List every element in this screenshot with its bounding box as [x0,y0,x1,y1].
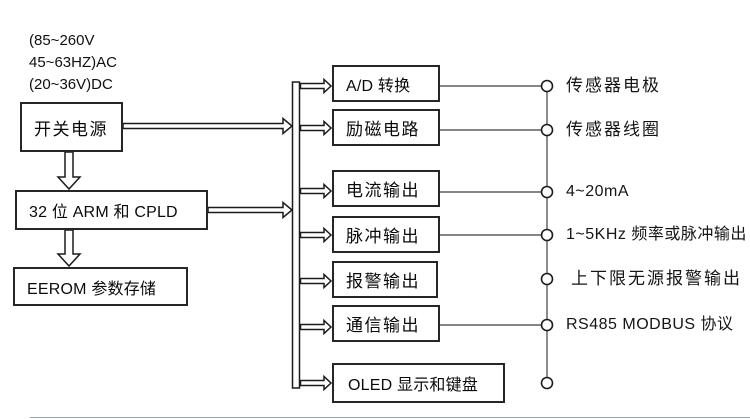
arrow-mcu-to-eeprom [56,229,82,268]
power-note-line3: (20~36V)DC [29,76,113,93]
block-power-supply: 开关电源 [20,102,123,152]
arrow-mcu-to-bus [207,200,294,220]
block-mcu: 32 位 ARM 和 CPLD [15,190,208,230]
terminal-label-current: 4~20mA [566,183,630,200]
page-bottom-rule [30,417,750,418]
block-adc: A/D 转换 [332,65,440,102]
block-oled: OLED 显示和键盘 [332,363,505,403]
block-mcu-label: 32 位 ARM 和 CPLD [29,204,178,221]
arrow-power-to-bus [122,116,294,136]
block-eeprom-label: EEROM 参数存储 [27,280,157,298]
arrow-bus-to-comm-output [299,318,333,336]
power-note-line1: (85~260V [29,32,95,49]
terminal-label-pulse: 1~5KHz 频率或脉冲输出 [566,226,747,243]
terminal-label-coil: 传感器线圈 [566,120,661,139]
block-pulse-output: 脉冲输出 [332,216,440,253]
block-eeprom: EEROM 参数存储 [13,267,188,306]
terminal-circle-bottom [540,376,554,390]
block-alarm-output: 报警输出 [332,261,438,298]
arrow-bus-to-oled [299,374,333,392]
block-pulse-output-label: 脉冲输出 [346,227,420,246]
block-excitation-label: 励磁电路 [346,120,420,139]
terminal-label-rs485: RS485 MODBUS 协议 [566,316,734,333]
terminal-label-electrode: 传感器电极 [566,76,661,95]
terminal-circle-pulse [540,228,554,242]
terminal-circle-electrode [540,79,554,93]
terminal-circle-coil [540,123,554,137]
block-adc-label: A/D 转换 [346,77,411,95]
block-excitation: 励磁电路 [332,109,440,146]
terminal-circle-current [540,185,554,199]
block-current-output-label: 电流输出 [346,181,420,200]
block-comm-output-label: 通信输出 [346,316,420,335]
block-alarm-output-label: 报警输出 [346,272,420,291]
arrow-bus-to-excitation [299,119,333,137]
arrow-bus-to-current-output [299,182,333,200]
terminal-label-alarm: 上下限无源报警输出 [571,269,742,288]
arrow-bus-to-adc [299,77,333,95]
power-note-line2: 45~63HZ)AC [29,54,117,71]
arrow-power-to-mcu [56,151,82,191]
arrow-bus-to-alarm-output [299,272,333,290]
terminal-circle-rs485 [540,318,554,332]
arrow-bus-to-pulse-output [299,226,333,244]
block-comm-output: 通信输出 [332,305,440,342]
block-power-supply-label: 开关电源 [34,119,108,139]
block-oled-label: OLED 显示和键盘 [348,377,479,394]
terminal-circle-alarm [540,272,554,286]
bus-bar [291,81,301,389]
block-current-output: 电流输出 [332,170,440,207]
